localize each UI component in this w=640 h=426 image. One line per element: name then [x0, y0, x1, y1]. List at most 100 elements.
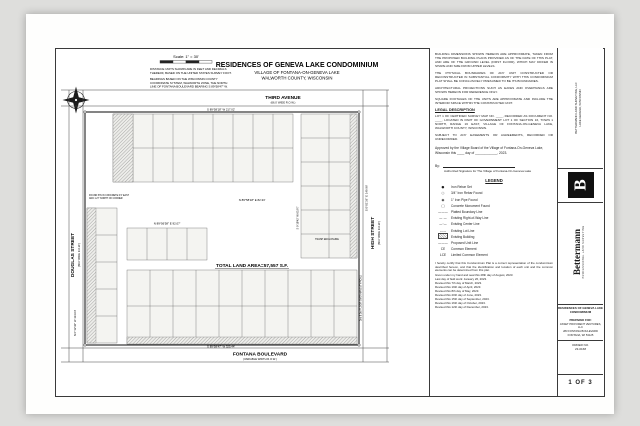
signature-line [442, 163, 515, 168]
strip-divider [558, 168, 603, 169]
street-lines [61, 89, 389, 363]
company-name-block: Bettermann PROFESSIONAL LAND SURVEYING [572, 204, 585, 300]
strip-divider [558, 304, 603, 305]
client-line: ASSET PROVIDENT VENTURES, LLC [559, 322, 602, 330]
common-element-icon: CE [440, 247, 446, 252]
surveyor-contact: BETTERMANN LAND SURVEYING, LLC LAKE GENE… [574, 52, 583, 164]
legal-description-title: LEGAL DESCRIPTION [435, 108, 475, 113]
revision-note: Given under my hand and seal this 28th d… [435, 273, 514, 278]
iron-pipe-found-icon: ◉ [441, 197, 445, 202]
note-found-pin-line1: FOUND PIN IN CONCRETE 0.5' EAST [89, 194, 130, 197]
notes-panel: BUILDING DIMENSIONS SHOWN HEREON ARE APP… [429, 48, 558, 396]
legend-item: CE Common Element [435, 246, 553, 252]
approval-statement-line2: Wisconsin this ____ day of ____________,… [435, 150, 508, 155]
revision-note: Revised this 12th day of December, 2023. [435, 304, 489, 309]
limited-common-element-icon: LCE [439, 253, 447, 258]
center-line-icon: —·— [439, 222, 447, 227]
dim-interior-1: N 89°58'18" E 82.33' [239, 198, 266, 202]
signature-caption: Authorized Signature for The Village of … [444, 168, 532, 173]
total-land-area: TOTAL LAND AREA=57,557 S.F. [216, 263, 288, 269]
project-name-line: RESIDENCES OF GENEVA LAKE [558, 306, 603, 310]
client-line: 283 FONTANA BOULEVARD [563, 329, 598, 333]
note-found-pin-line2: AND 1.27' NORTH OF CORNER [89, 197, 123, 200]
note-bearings-line3: LINE OF FONTANA BOULEVARD BEARING S 89°5… [150, 85, 228, 89]
corner-monuments [83, 110, 361, 347]
street-label-fontana-boulevard: FONTANA BOULEVARD [233, 352, 288, 358]
iron-rebar-found-icon: ○ [441, 191, 445, 196]
surveyor-contact-line: LAKE GENEVA, WISCONSIN [577, 89, 582, 127]
plat-title: RESIDENCES OF GENEVA LAKE CONDOMINIUM [216, 62, 379, 69]
dim-interior-2: N 89°56'58" E 92.07' [154, 222, 181, 226]
unit-line-icon: ——— [438, 240, 448, 245]
street-label-douglas-street-row: (66.0' WIDE R.O.W.) [77, 243, 81, 267]
revision-note: Revised this 16th day of October, 2023. [435, 300, 486, 305]
revision-note: Revised this 19th day of April, 2023. [435, 284, 482, 289]
legend-item: ● Iron Rebar Set [435, 184, 553, 190]
revision-note: Last day of field work: January 26, 2023… [435, 277, 487, 282]
street-label-high-street-row: (66.0' WIDE R.O.W.) [377, 221, 381, 245]
legal-description-body: LOT 1 OF CERTIFIED SURVEY MAP NO. ____, … [435, 113, 553, 130]
client-line: FONTANA, WI 53125 [567, 333, 594, 337]
note-units-line2: THEREOF, BASED ON THE UNITED STATES SURV… [150, 71, 232, 75]
lot-line-icon: ----- [440, 228, 446, 233]
legend-item: ——— Proposed Unit Line [435, 240, 553, 246]
existing-building-hatch [86, 113, 358, 345]
boundary-line-icon: ——— [438, 209, 448, 214]
note-floor-overhang: 2nd & 3rd FLOOR OVERHANG (TYPICAL) [360, 275, 363, 321]
legend-item: ----- Existing Lot Line [435, 227, 553, 233]
company-tagline: PROFESSIONAL LAND SURVEYING [582, 225, 585, 279]
legend-title: LEGEND [485, 177, 503, 183]
order-block: ORDER NO. 23-0168 [558, 343, 603, 351]
revision-note: Revised this 20th day of June, 2023. [435, 292, 482, 297]
street-label-high-street: HIGH STREET [370, 217, 376, 249]
dim-west-boundary: N 0°12'43" W 114.04' [73, 309, 77, 336]
plat-drawing: Scale: 1" = 30' DISTANCE UNITS SHOWN ARE… [61, 54, 389, 363]
strip-divider [558, 374, 603, 375]
general-note: THE PHYSICAL BOUNDARIES OF ANY UNIT CONS… [435, 71, 553, 84]
revision-note: Revised this 15th day of September, 2023… [435, 296, 490, 301]
scale-bar [159, 60, 213, 64]
existing-building-icon [435, 233, 451, 240]
plat-subtitle-1: VILLAGE OF FONTANA-ON-GENEVA LAKE [254, 70, 339, 75]
legal-description-note: SUBJECT TO ANY EASEMENTS OR AGREEMENTS, … [435, 132, 553, 141]
revision-note: Revised this 7th day of March, 2023. [435, 281, 482, 286]
legend-item: □ Concrete Monument Found [435, 203, 553, 209]
note-trash-enclosure: TRASH ENCLOSURE [315, 238, 339, 241]
general-note: SQUARE FOOTAGES OF THE UNITS ARE APPROXI… [435, 97, 553, 106]
dim-north-boundary: S 89°58'18" W 217.02' [207, 108, 235, 112]
project-name-block: RESIDENCES OF GENEVA LAKE CONDOMINIUM [558, 306, 603, 315]
surveyor-certification: I hereby certify that this Condominium P… [435, 260, 553, 273]
strip-divider [558, 340, 603, 341]
street-label-third-avenue-row: (66.0' WIDE R.O.W.) [271, 101, 296, 105]
company-name: Bettermann [572, 229, 582, 275]
north-arrow-icon [62, 86, 90, 114]
dim-interior-3: S 0°18'42" W 63.97' [296, 206, 300, 229]
general-note: ARCHITECTURAL PROJECTIONS SUCH AS EAVES … [435, 86, 553, 95]
sheet-number: 1 OF 3 [568, 380, 593, 386]
general-note: BUILDING DIMENSIONS SHOWN HEREON ARE APP… [435, 52, 553, 69]
company-logo: B [568, 172, 594, 198]
right-of-way-line-icon: — — [439, 216, 447, 221]
signature-row: By: [435, 163, 553, 168]
title-block-strip: BETTERMANN LAND SURVEYING, LLC LAKE GENE… [557, 48, 603, 396]
legend-item: Existing Building [435, 233, 553, 240]
note-units-line1: DISTANCE UNITS SHOWN ARE IN FEET AND DEC… [150, 67, 227, 71]
revision-note: Revised this 8th day of May, 2023. [435, 288, 480, 293]
iron-rebar-set-icon: ● [441, 185, 445, 190]
by-label: By: [435, 163, 440, 168]
legend: LEGEND ● Iron Rebar Set ○ 3/4" Iron Reba… [435, 178, 553, 259]
parcel-boundary [84, 111, 360, 346]
legend-item: —·— Existing Center Line [435, 221, 553, 227]
plat-subtitle-2: WALWORTH COUNTY, WISCONSIN [262, 76, 333, 81]
dim-south-boundary: S 89°58'47" W 325.44' [207, 344, 235, 348]
note-bearings-line1: BEARINGS BASED ON THE WISCONSIN COUNTY [150, 77, 218, 81]
approval-statement-line1: Approved by the Village Board of the Vil… [435, 145, 544, 150]
street-label-fontana-boulevard-row: (VARIABLE WIDTH R.O.W.) [243, 357, 277, 361]
strip-divider [558, 202, 603, 203]
concrete-monument-icon: □ [441, 203, 445, 208]
legend-item: ○ 3/4" Iron Rebar Found [435, 190, 553, 196]
legend-item: ◉ 1" Iron Pipe Found [435, 197, 553, 203]
prepared-for-label: PREPARED FOR: [569, 319, 592, 322]
street-label-third-avenue: THIRD AVENUE [265, 95, 301, 101]
company-logo-letter: B [571, 179, 590, 191]
